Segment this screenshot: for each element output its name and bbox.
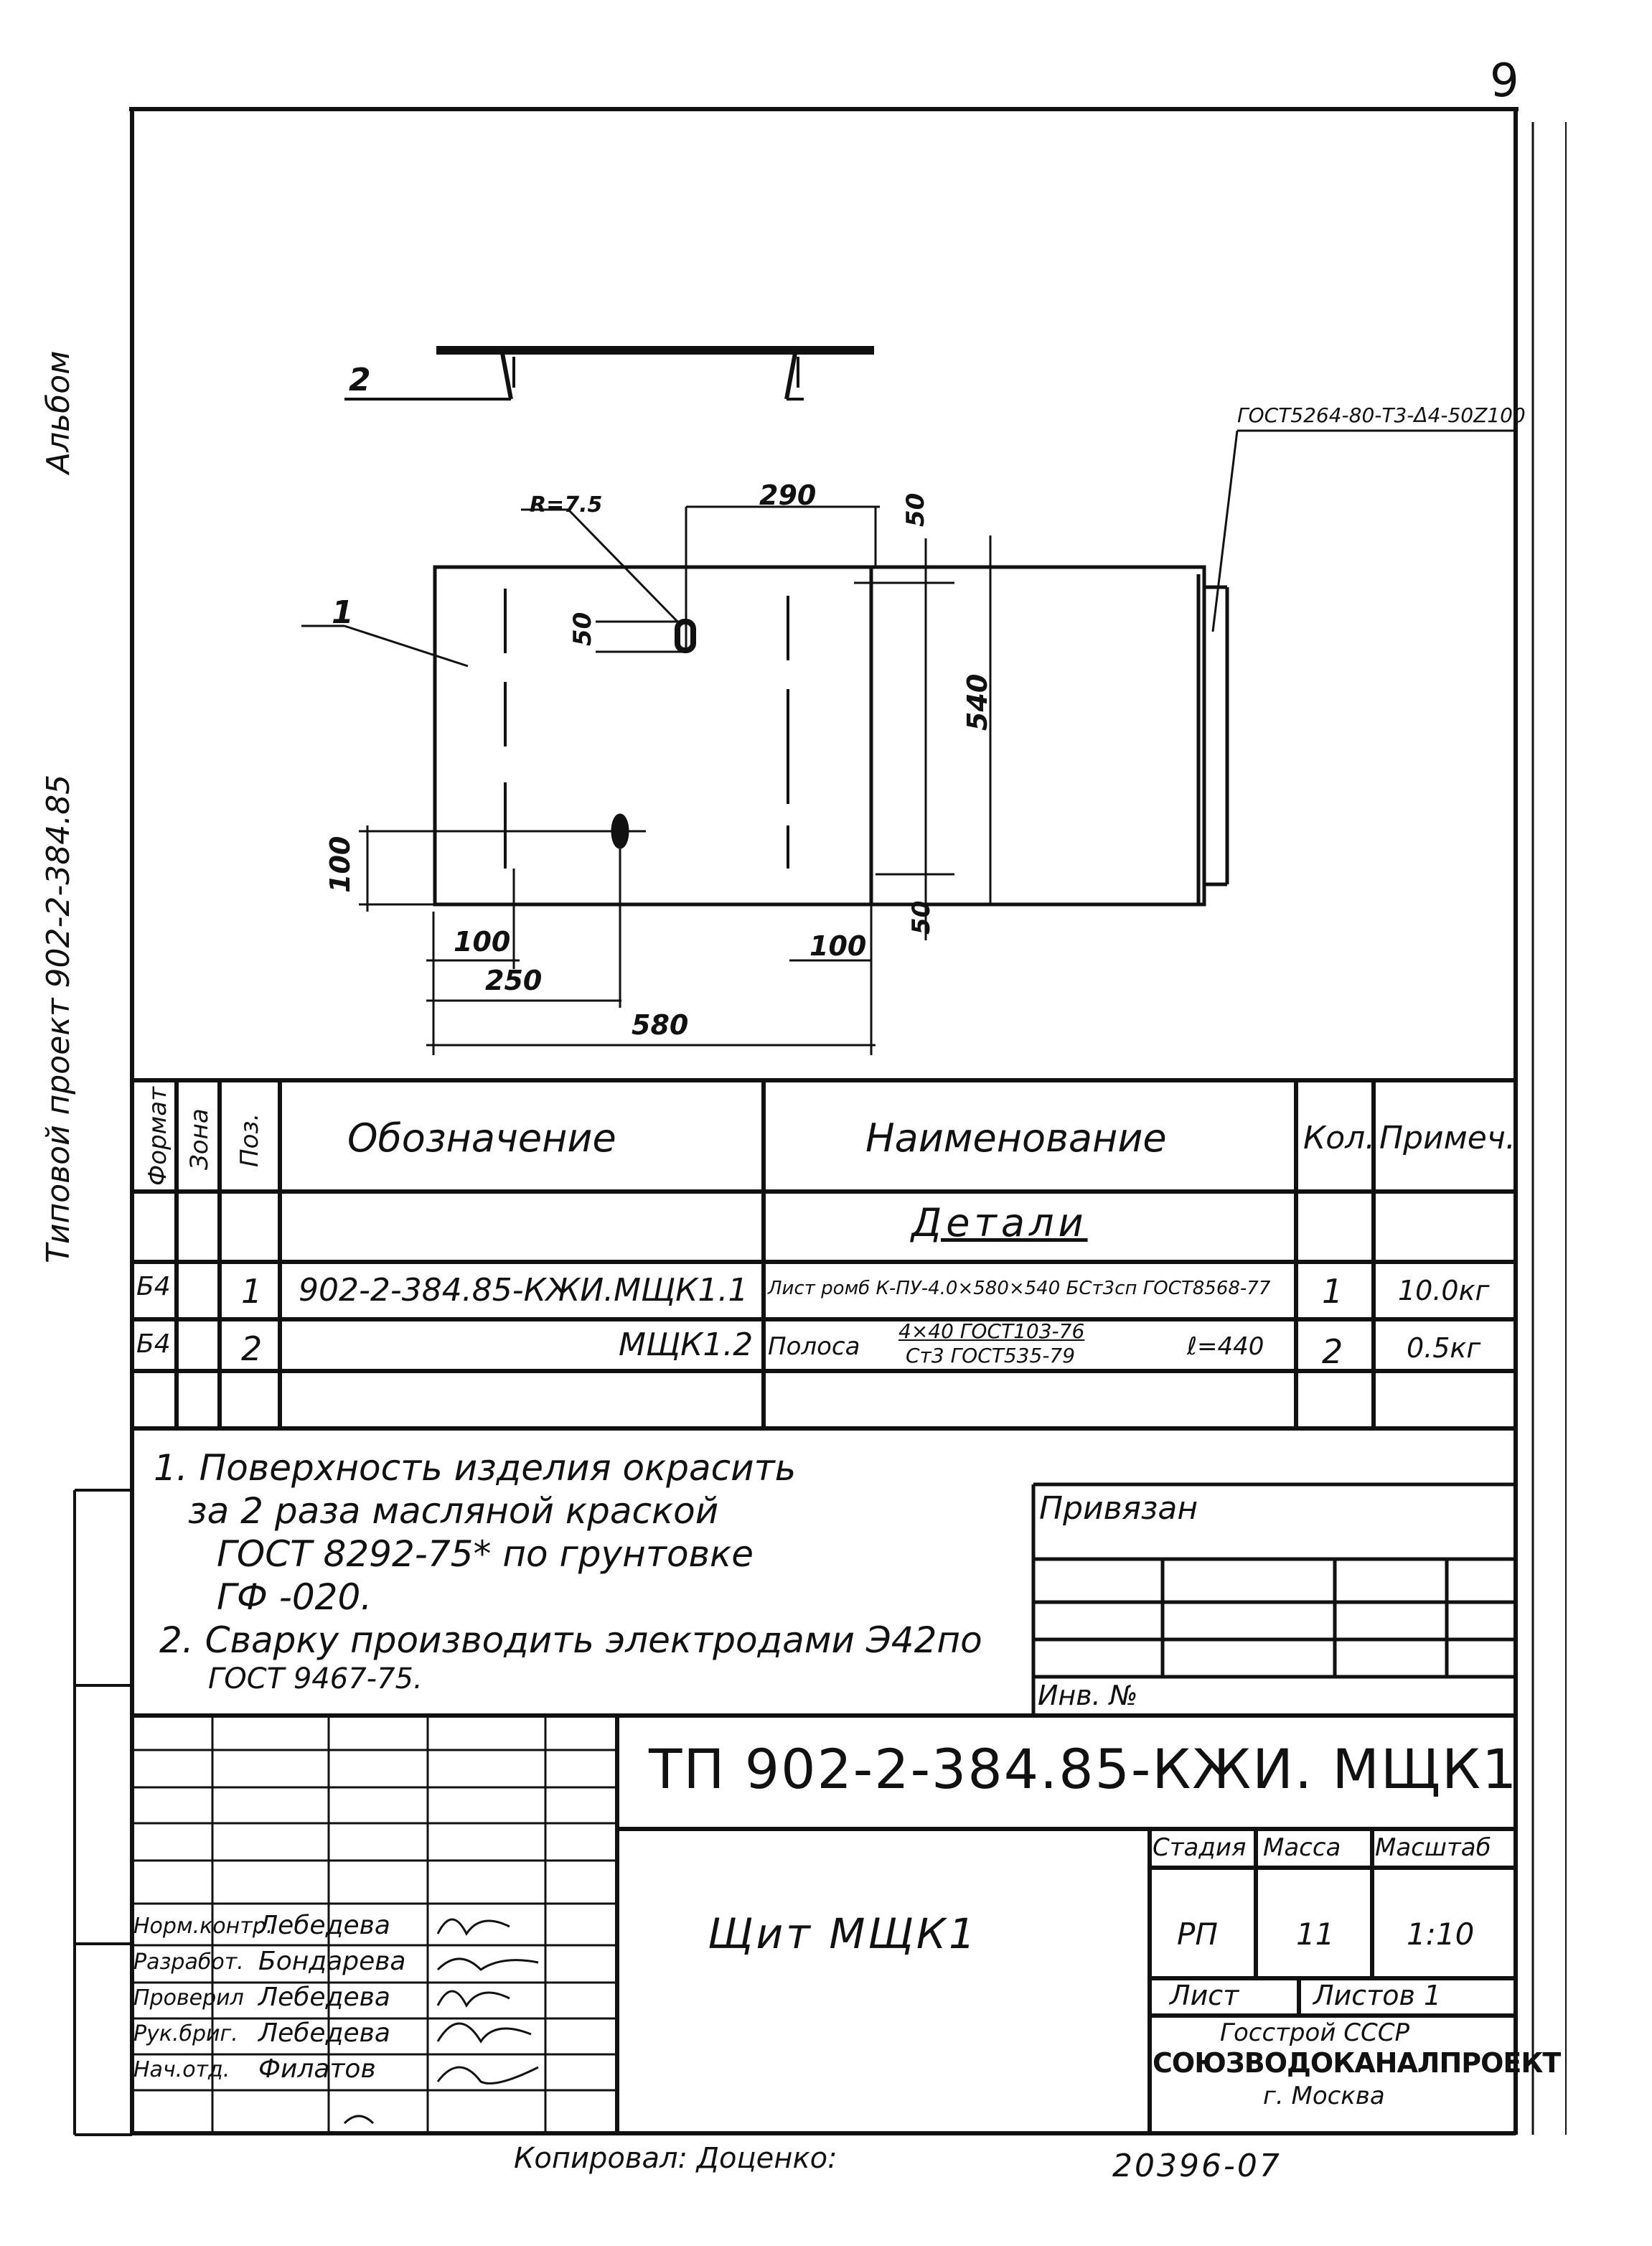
row2-name-suffix: ℓ=440 [1187, 1332, 1264, 1361]
col-name: Наименование [865, 1115, 1167, 1161]
pos-1-label: 1 [332, 594, 354, 631]
name-dept-head: Филатов [258, 2054, 376, 2084]
name-team-lead: Лебедева [258, 2018, 390, 2048]
dim-50-top: 50 [901, 492, 930, 527]
note-line-5: 2. Сварку производить электродами Э42по [159, 1619, 982, 1661]
mass-label: Масса [1263, 1833, 1341, 1862]
section-details: Детали [911, 1200, 1088, 1245]
side-text-album: Альбом [40, 350, 77, 474]
dim-100-bottom-right: 100 [809, 930, 867, 962]
name-developed: Бондарева [258, 1947, 406, 1976]
document-code: ТП 902-2-384.85-КЖИ. МЩК1 [649, 1737, 1519, 1801]
row1-format: Б4 [136, 1272, 171, 1301]
role-developed: Разработ. [133, 1950, 244, 1975]
stage-value: РП [1177, 1917, 1218, 1952]
row1-name: Лист ромб К-ПУ-4.0×580×540 БСт3сп ГОСТ85… [768, 1278, 1271, 1299]
role-dept-head: Нач.отд. [133, 2057, 230, 2082]
sheet-label: Лист [1170, 1980, 1239, 2011]
note-line-6: ГОСТ 9467-75. [208, 1662, 423, 1695]
col-pos: Поз. [235, 1113, 264, 1167]
note-line-3: ГОСТ 8292-75* по грунтовке [217, 1533, 754, 1575]
page-number: 9 [1490, 55, 1519, 108]
document-number: 20396-07 [1112, 2148, 1282, 2184]
side-text-project: Типовой проект 902-2-384.85 [40, 774, 77, 1263]
org-line-2: СОЮЗВОДОКАНАЛПРОЕКТ [1153, 2047, 1561, 2079]
row2-qty: 2 [1322, 1332, 1343, 1371]
dim-100-left: 100 [324, 836, 356, 893]
row1-pos: 1 [241, 1272, 263, 1311]
row1-note: 10.0кг [1398, 1275, 1490, 1306]
role-norm-control: Норм.контр. [133, 1914, 273, 1939]
name-checked: Лебедева [258, 1983, 390, 2012]
dim-50-slot: 50 [568, 612, 597, 646]
row2-pos: 2 [241, 1329, 263, 1368]
role-checked: Проверил [133, 1985, 244, 2011]
row2-name-top: 4×40 ГОСТ103-76 [898, 1319, 1085, 1343]
row1-qty: 1 [1322, 1272, 1343, 1311]
inventory-number: Инв. № [1038, 1680, 1138, 1711]
dim-540: 540 [962, 673, 993, 731]
row2-note: 0.5кг [1407, 1332, 1481, 1364]
note-line-2: за 2 раза масляной краской [188, 1490, 719, 1532]
dim-250: 250 [485, 965, 543, 996]
col-zone: Зона [185, 1108, 214, 1170]
col-format: Формат [144, 1087, 172, 1186]
scale-label: Масштаб [1375, 1833, 1491, 1862]
copied-by: Копировал: Доценко: [514, 2142, 837, 2175]
scale-value: 1:10 [1407, 1917, 1475, 1952]
col-designation: Обозначение [347, 1115, 616, 1161]
binding-title: Привязан [1039, 1490, 1198, 1527]
row1-designation: 902-2-384.85-КЖИ.МЩК1.1 [299, 1272, 748, 1309]
stage-label: Стадия [1153, 1833, 1247, 1862]
org-line-1: Госстрой СССР [1220, 2018, 1409, 2047]
dim-50-bottom: 50 [907, 900, 936, 935]
signatures [343, 1918, 539, 2125]
col-note: Примеч. [1379, 1120, 1516, 1156]
name-norm-control: Лебедева [258, 1911, 390, 1940]
col-qty: Кол. [1303, 1120, 1376, 1156]
note-line-1: 1. Поверхность изделия окрасить [154, 1447, 797, 1489]
dim-580: 580 [632, 1009, 689, 1041]
pos-2-label: 2 [349, 362, 371, 398]
row2-name-bottom: Ст3 ГОСТ535-79 [906, 1344, 1076, 1367]
org-line-3: г. Москва [1263, 2082, 1385, 2110]
row2-name-prefix: Полоса [768, 1332, 860, 1361]
dim-290: 290 [759, 479, 817, 511]
note-line-4: ГФ -020. [217, 1576, 372, 1618]
sheets-label: Листов 1 [1313, 1980, 1442, 2011]
role-team-lead: Рук.бриг. [133, 2021, 238, 2046]
drawing-title: Щит МЩК1 [708, 1909, 978, 1958]
dim-100-bottom-left: 100 [454, 926, 511, 958]
weld-note: ГОСТ5264-80-Т3-Δ4-50Z100 [1237, 403, 1526, 427]
radius-label: R=7.5 [530, 492, 603, 518]
mass-value: 11 [1296, 1917, 1335, 1952]
row2-format: Б4 [136, 1329, 171, 1359]
row2-designation: МЩК1.2 [619, 1326, 754, 1363]
